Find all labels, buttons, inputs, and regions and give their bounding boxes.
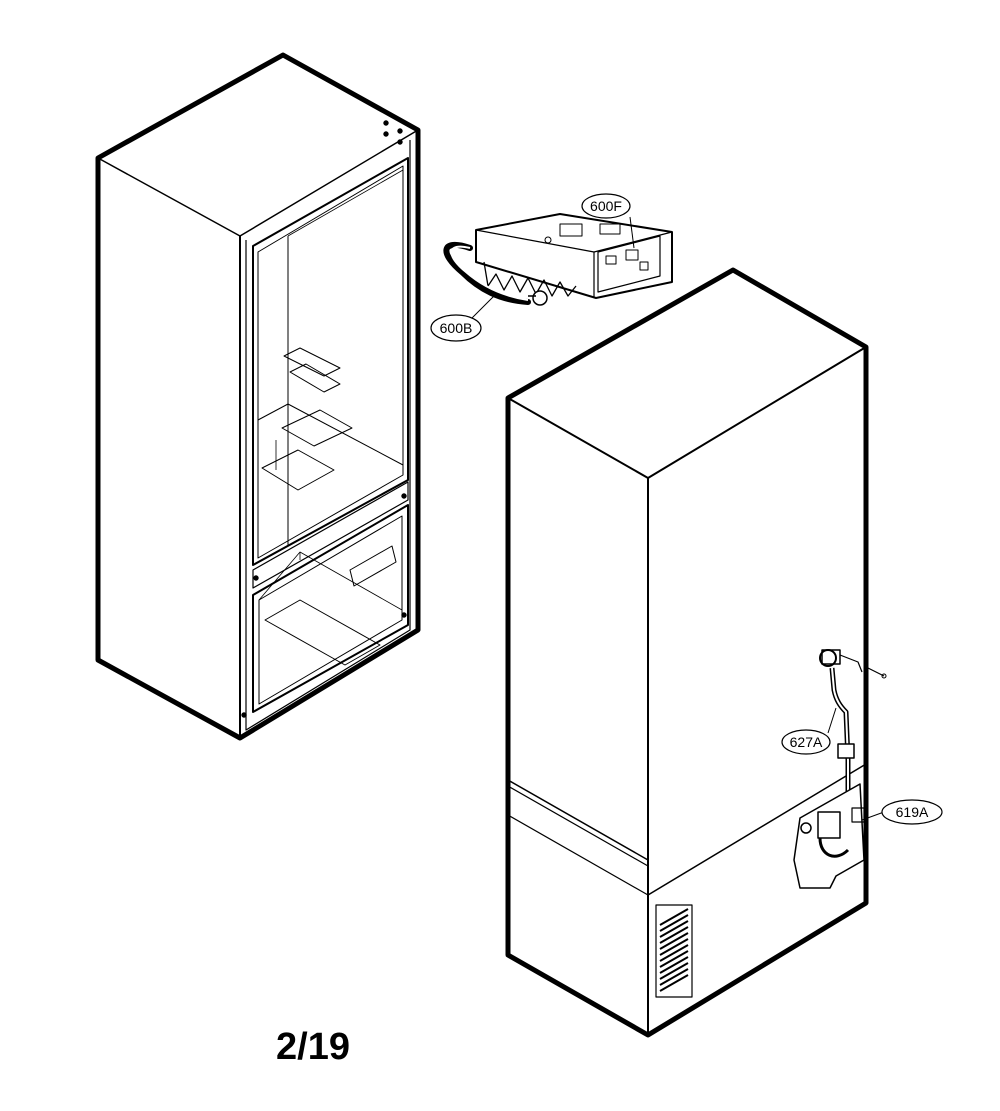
water-line-assembly xyxy=(793,649,887,889)
callout-label-600F: 600F xyxy=(590,198,622,214)
callout-label-627A: 627A xyxy=(790,734,823,750)
callout-600B: 600B xyxy=(430,295,495,342)
callout-619A: 619A xyxy=(861,799,943,825)
cabinet-front-view xyxy=(95,52,421,741)
callout-600F: 600F xyxy=(581,193,635,249)
page-number: 2/19 xyxy=(276,1026,350,1068)
cabinet-rear-view xyxy=(505,267,869,1038)
callout-627A: 627A xyxy=(781,707,837,755)
callout-label-600B: 600B xyxy=(440,320,473,336)
ice-maker-assembly xyxy=(443,213,673,306)
callout-label-619A: 619A xyxy=(896,804,929,820)
